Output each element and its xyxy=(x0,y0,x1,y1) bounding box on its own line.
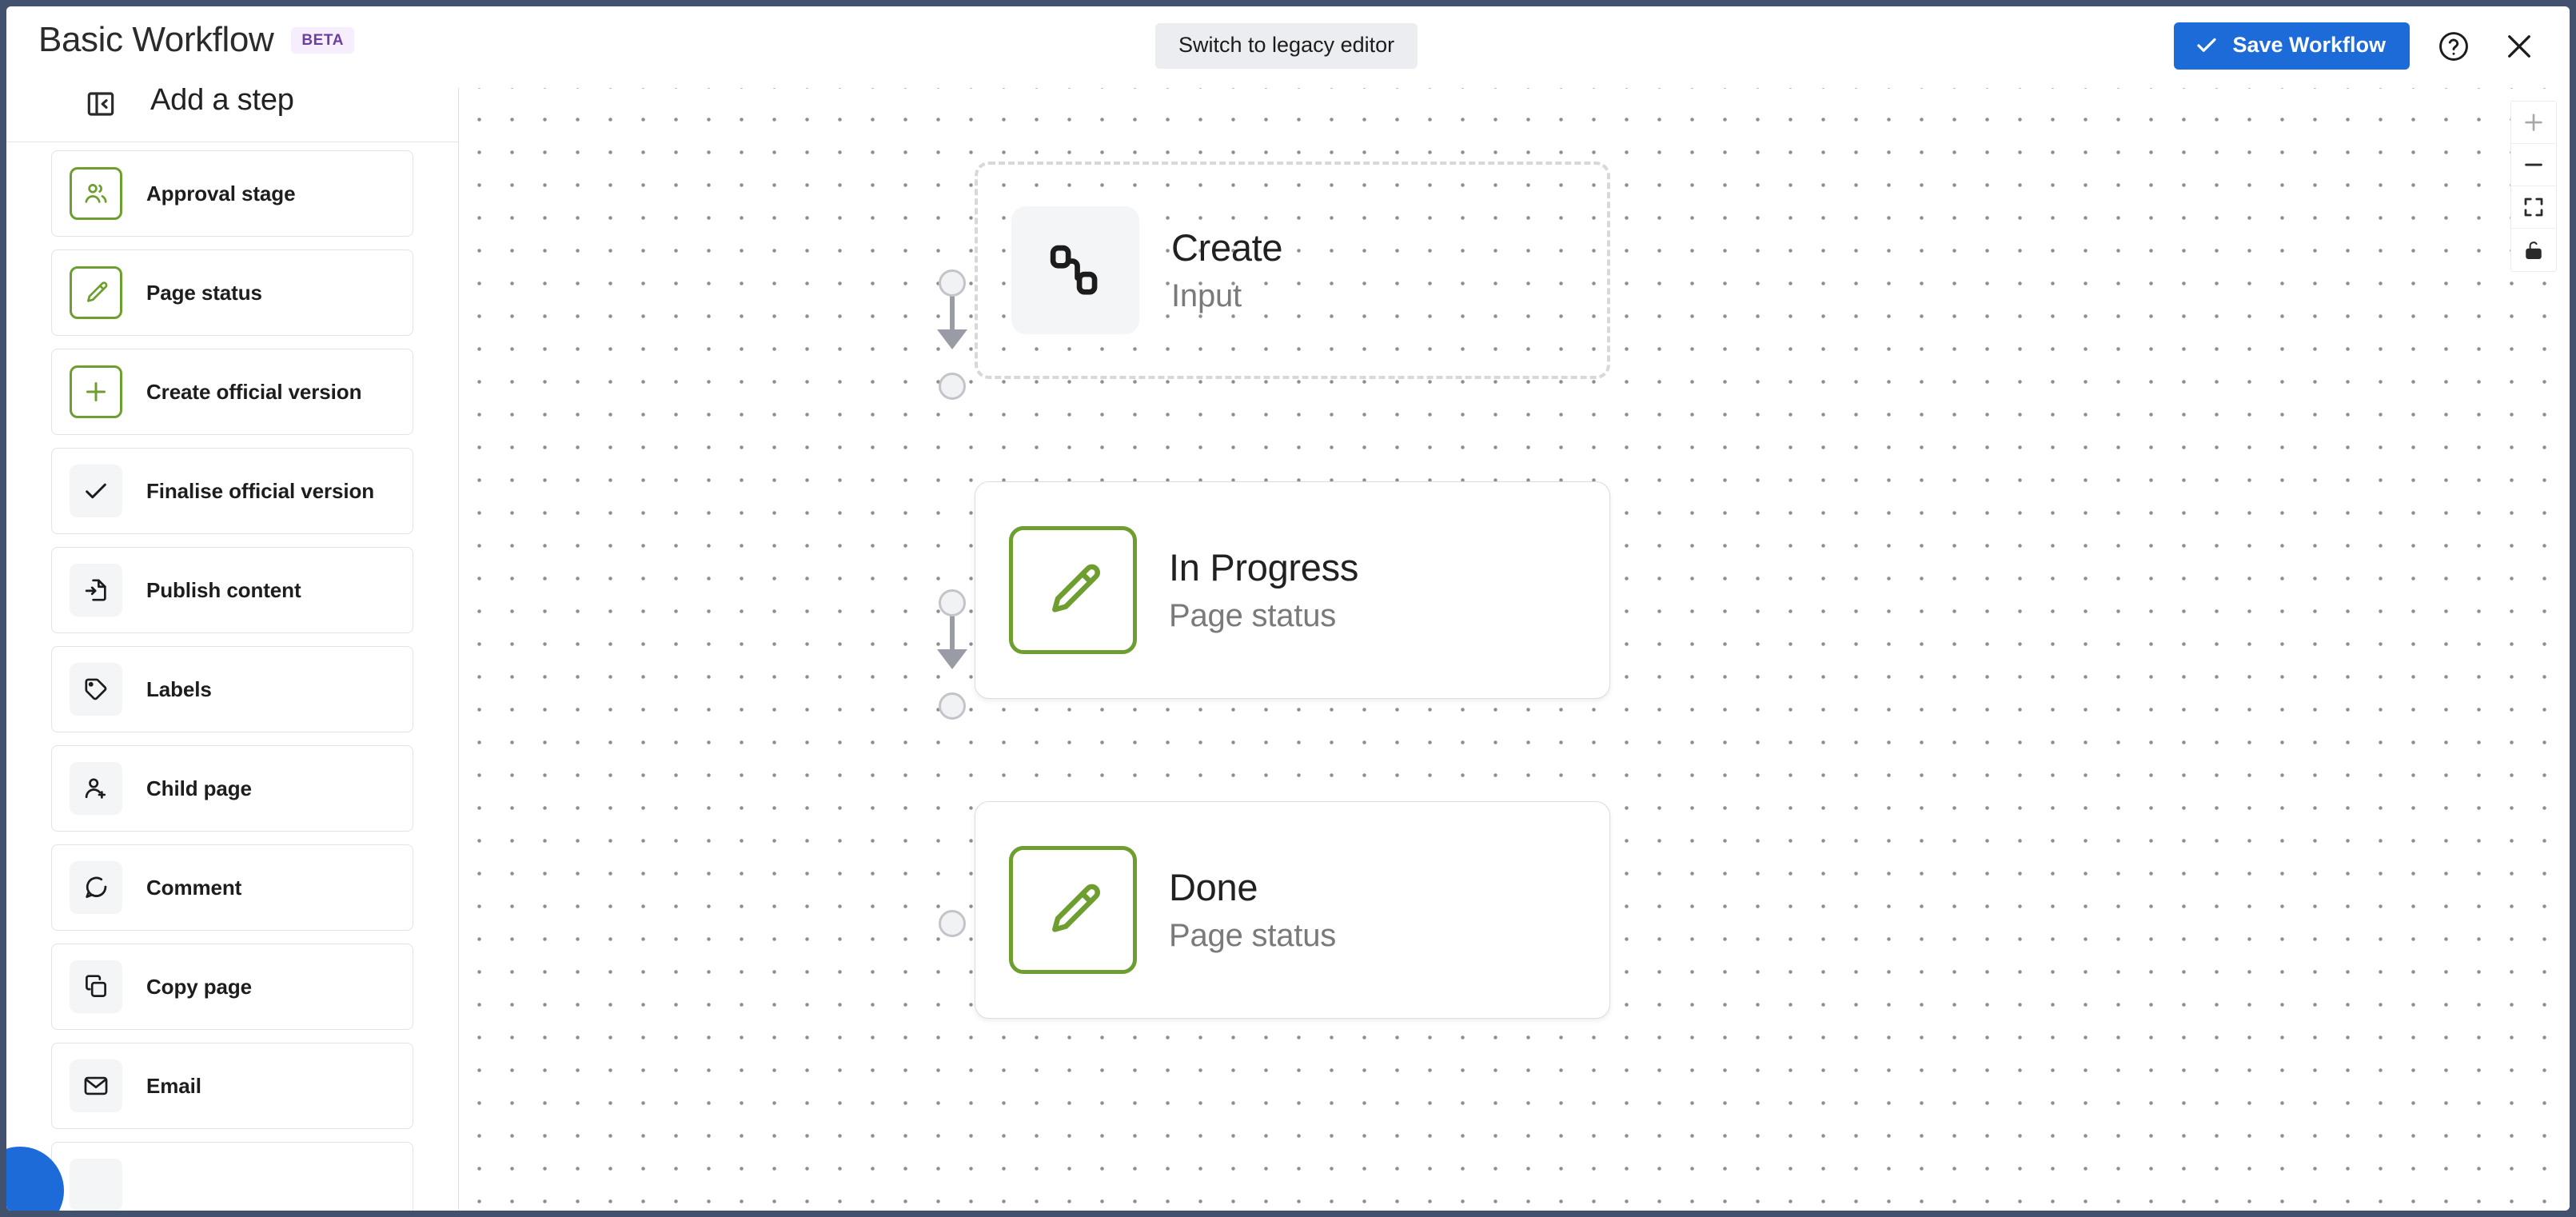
sidebar-title: Add a step xyxy=(150,83,294,117)
step-item-copy-page[interactable]: Copy page xyxy=(51,944,413,1030)
plus-icon xyxy=(2522,110,2546,134)
node-title: Create xyxy=(1171,226,1283,269)
step-item-partial[interactable] xyxy=(51,1142,413,1211)
connector-inprogress-to-done xyxy=(950,603,955,655)
pencil-icon xyxy=(82,279,110,306)
copy-icon xyxy=(82,973,110,1000)
node-port-inprogress-top[interactable] xyxy=(939,373,966,400)
save-workflow-button[interactable]: Save Workflow xyxy=(2174,22,2410,70)
close-icon xyxy=(2502,30,2536,63)
node-subtitle: Page status xyxy=(1169,597,1337,633)
step-item-label: Copy page xyxy=(146,974,253,999)
step-icon-container xyxy=(70,762,122,815)
pencil-icon xyxy=(1041,558,1105,622)
workflow-node-in-progress[interactable]: In Progress Page status xyxy=(975,481,1610,699)
step-item-label: Create official version xyxy=(146,379,362,404)
beta-badge: BETA xyxy=(291,26,355,54)
node-icon-container xyxy=(1011,206,1139,334)
save-workflow-label: Save Workflow xyxy=(2232,33,2386,57)
step-item-label: Publish content xyxy=(146,577,301,602)
connector-create-to-inprogress xyxy=(950,283,955,335)
node-text-group: Done Page status xyxy=(1169,866,1336,953)
node-title: Done xyxy=(1169,866,1258,909)
check-icon xyxy=(82,477,110,505)
step-icon-container xyxy=(70,960,122,1013)
step-icon-container xyxy=(70,365,122,418)
unlock-icon xyxy=(2522,238,2546,262)
user-plus-icon xyxy=(82,775,110,802)
step-icon-container xyxy=(70,564,122,616)
step-icon-container xyxy=(70,167,122,220)
page-title: Basic Workflow xyxy=(38,20,274,59)
step-item-comment[interactable]: Comment xyxy=(51,844,413,931)
users-icon xyxy=(82,180,110,207)
workflow-node-done[interactable]: Done Page status xyxy=(975,801,1610,1019)
lock-button[interactable] xyxy=(2511,229,2556,271)
step-icon-container xyxy=(70,861,122,914)
step-item-create-official-version[interactable]: Create official version xyxy=(51,349,413,435)
zoom-out-button[interactable] xyxy=(2511,144,2556,186)
step-item-label: Approval stage xyxy=(146,181,296,205)
step-icon-container xyxy=(70,1159,122,1211)
step-item-label: Email xyxy=(146,1073,201,1098)
comment-icon xyxy=(82,874,110,901)
step-icon-container xyxy=(70,1059,122,1112)
connector-arrowhead-2 xyxy=(937,649,967,669)
canvas-controls xyxy=(2510,101,2557,272)
node-port-done-top[interactable] xyxy=(939,692,966,720)
pencil-icon xyxy=(1041,878,1105,942)
workflow-node-create[interactable]: Create Input xyxy=(975,162,1610,379)
question-circle-icon xyxy=(2437,30,2470,63)
step-item-label: Labels xyxy=(146,676,212,701)
step-icon-container xyxy=(70,663,122,716)
step-item-finalise-official-version[interactable]: Finalise official version xyxy=(51,448,413,534)
close-button[interactable] xyxy=(2498,25,2541,68)
title-group: Basic Workflow BETA xyxy=(38,18,355,62)
node-title: In Progress xyxy=(1169,546,1359,589)
plus-icon xyxy=(82,378,110,405)
tag-icon xyxy=(82,676,110,703)
node-port-create-bottom[interactable] xyxy=(939,269,966,297)
step-item-label: Child page xyxy=(146,776,252,800)
step-item-label: Finalise official version xyxy=(146,478,375,503)
node-subtitle: Input xyxy=(1171,277,1242,313)
app-header: Basic Workflow BETA Switch to legacy edi… xyxy=(6,6,2570,88)
header-actions: Save Workflow xyxy=(2174,22,2541,70)
step-list: Approval stage Page status xyxy=(6,142,458,1211)
step-item-label: Comment xyxy=(146,875,242,900)
publish-file-icon xyxy=(82,577,110,604)
workflow-editor-window: Basic Workflow BETA Switch to legacy edi… xyxy=(6,6,2570,1211)
connector-arrowhead-1 xyxy=(937,329,967,349)
node-icon-container xyxy=(1009,526,1137,654)
help-button[interactable] xyxy=(2432,25,2475,68)
node-subtitle: Page status xyxy=(1169,917,1337,953)
add-step-sidebar: Add a step Approval stage xyxy=(6,66,459,1211)
step-icon-container xyxy=(70,465,122,517)
node-icon-container xyxy=(1009,846,1137,974)
fit-view-button[interactable] xyxy=(2511,186,2556,229)
fit-screen-icon xyxy=(2522,195,2546,219)
step-item-page-status[interactable]: Page status xyxy=(51,249,413,336)
step-item-labels[interactable]: Labels xyxy=(51,646,413,732)
node-text-group: Create Input xyxy=(1171,226,1283,313)
zoom-in-button[interactable] xyxy=(2511,102,2556,144)
workflow-canvas[interactable]: Create Input In Progress Page status xyxy=(459,66,2570,1211)
node-port-done-bottom[interactable] xyxy=(939,910,966,937)
node-text-group: In Progress Page status xyxy=(1169,546,1358,633)
node-port-inprogress-bottom[interactable] xyxy=(939,589,966,616)
step-item-child-page[interactable]: Child page xyxy=(51,745,413,832)
nodes-diagram-icon xyxy=(1045,240,1106,301)
step-item-publish-content[interactable]: Publish content xyxy=(51,547,413,633)
step-item-email[interactable]: Email xyxy=(51,1043,413,1129)
step-item-approval-stage[interactable]: Approval stage xyxy=(51,150,413,237)
check-icon xyxy=(2195,34,2219,58)
switch-to-legacy-editor-button[interactable]: Switch to legacy editor xyxy=(1155,23,1418,69)
envelope-icon xyxy=(82,1072,110,1099)
sidebar-collapse-button[interactable] xyxy=(83,86,118,122)
step-item-label: Page status xyxy=(146,280,262,305)
sidebar-header: Add a step xyxy=(6,66,458,142)
step-icon-container xyxy=(70,266,122,319)
sidebar-collapse-icon xyxy=(85,88,117,120)
minus-icon xyxy=(2522,153,2546,177)
